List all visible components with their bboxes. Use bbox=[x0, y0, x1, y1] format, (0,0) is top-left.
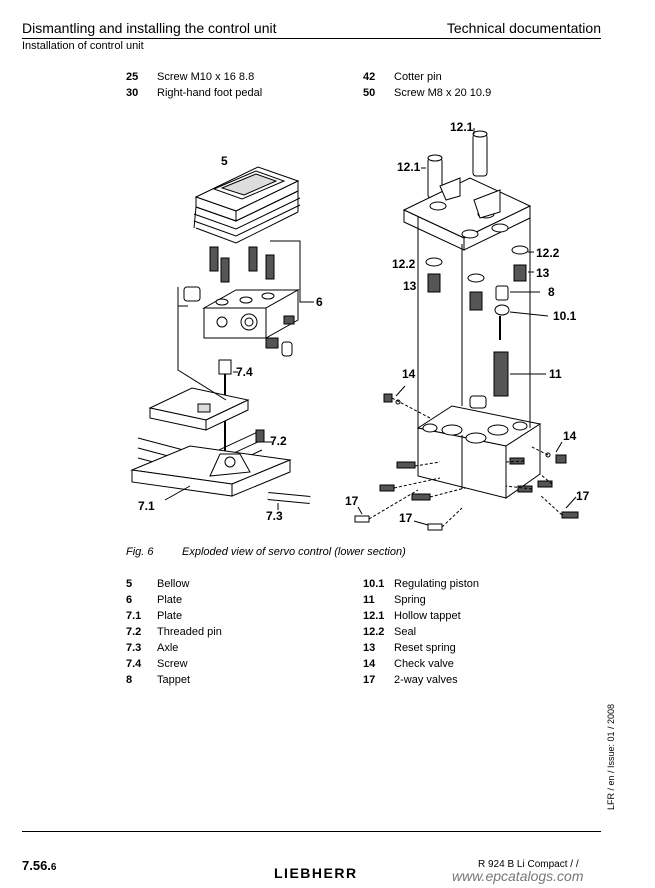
part-number: 7.1 bbox=[126, 610, 142, 622]
part-name: Seal bbox=[394, 626, 417, 638]
part-name: Plate bbox=[157, 610, 183, 622]
guide-lines bbox=[417, 216, 531, 428]
part-number: 13 bbox=[363, 642, 376, 654]
top-pedal-plate bbox=[402, 177, 532, 251]
part-number: 17 bbox=[363, 674, 376, 686]
part-number: 42 bbox=[363, 71, 376, 83]
part-name: Spring bbox=[394, 594, 426, 606]
page-number-sub: 6 bbox=[50, 862, 57, 873]
part-number: 30 bbox=[126, 87, 139, 99]
page-number-main: 7.56. bbox=[22, 858, 51, 873]
part-name: Regulating piston bbox=[394, 578, 480, 590]
issue-side-text: LFR / en / Issue: 01 / 2008 bbox=[606, 703, 616, 810]
callout-17-middle: 17 bbox=[399, 511, 413, 525]
part-name: Axle bbox=[157, 642, 179, 654]
part-name: Cotter pin bbox=[394, 71, 442, 83]
callout-8: 8 bbox=[548, 285, 555, 299]
part-number: 25 bbox=[126, 71, 139, 83]
valve-stack bbox=[425, 245, 529, 397]
part-name: Screw bbox=[157, 658, 188, 670]
callout-13-left: 13 bbox=[403, 279, 417, 293]
figure-caption: Fig. 6 Exploded view of servo control (lo… bbox=[126, 546, 406, 558]
callout-14-right: 14 bbox=[563, 429, 577, 443]
callout-labels: 5 6 7.4 7.2 7.1 7.3 12.1 12.1 12.2 12.2 … bbox=[138, 120, 590, 525]
part-number: 5 bbox=[126, 578, 133, 590]
leader-lines-right bbox=[357, 128, 577, 526]
callout-12-1-left: 12.1 bbox=[397, 160, 421, 174]
exploded-view-figure: 5 6 7.4 7.2 7.1 7.3 12.1 12.1 12.2 12.2 … bbox=[130, 120, 590, 531]
part-name: Reset spring bbox=[394, 642, 456, 654]
part-number: 10.1 bbox=[363, 578, 385, 590]
part-number: 7.4 bbox=[126, 658, 142, 670]
callout-17-left: 17 bbox=[345, 494, 359, 508]
plate-6-part bbox=[183, 286, 300, 357]
bellow-part bbox=[193, 166, 301, 244]
assembly-dashed-lines bbox=[368, 397, 563, 528]
part-name: Hollow tappet bbox=[394, 610, 461, 622]
plate-7-1-part bbox=[130, 387, 311, 504]
part-number: 6 bbox=[126, 594, 133, 606]
footer-divider bbox=[22, 831, 601, 832]
callout-12-2-left: 12.2 bbox=[392, 257, 416, 271]
part-name: Bellow bbox=[157, 578, 190, 590]
leader-lines bbox=[164, 240, 314, 510]
callout-17-right: 17 bbox=[576, 489, 590, 503]
callout-5: 5 bbox=[221, 154, 228, 168]
part-name: Right-hand foot pedal bbox=[157, 87, 263, 99]
part-name: Screw M10 x 16 8.8 bbox=[157, 71, 255, 83]
liebherr-logo: LIEBHERR bbox=[274, 865, 358, 881]
part-name: Check valve bbox=[394, 658, 454, 670]
part-number: 12.1 bbox=[363, 610, 385, 622]
callout-12-2-right: 12.2 bbox=[536, 246, 560, 260]
part-number: 50 bbox=[363, 87, 376, 99]
part-number: 11 bbox=[363, 594, 375, 606]
callout-7-1: 7.1 bbox=[138, 499, 155, 513]
valve-body bbox=[416, 395, 542, 499]
figure-label: Fig. 6 bbox=[126, 546, 154, 558]
callout-7-2: 7.2 bbox=[270, 434, 287, 448]
callout-7-4: 7.4 bbox=[236, 365, 253, 379]
figure-caption-text: Exploded view of servo control (lower se… bbox=[182, 546, 406, 558]
page-title: Dismantling and installing the control u… bbox=[22, 20, 277, 36]
part-number: 7.3 bbox=[126, 642, 142, 654]
part-name: 2-way valves bbox=[394, 674, 458, 686]
part-name: Threaded pin bbox=[157, 626, 222, 638]
reset-springs bbox=[209, 246, 275, 283]
part-number: 12.2 bbox=[363, 626, 385, 638]
callout-13-right: 13 bbox=[536, 266, 550, 280]
watermark: www.epcatalogs.com bbox=[452, 868, 584, 884]
page-number: 7.56.6 bbox=[22, 858, 56, 873]
part-name: Screw M8 x 20 10.9 bbox=[394, 87, 492, 99]
document-type: Technical documentation bbox=[446, 20, 601, 36]
two-way-valves bbox=[354, 457, 579, 531]
part-number: 14 bbox=[363, 658, 376, 670]
hollow-tappets bbox=[427, 130, 488, 199]
part-name: Plate bbox=[157, 594, 183, 606]
part-number: 8 bbox=[126, 674, 133, 686]
callout-10-1: 10.1 bbox=[553, 309, 577, 323]
callout-11: 11 bbox=[549, 367, 562, 381]
callout-12-1-top: 12.1 bbox=[450, 120, 474, 134]
model-name: R 924 B Li Compact / / bbox=[478, 859, 579, 870]
callout-7-3: 7.3 bbox=[266, 509, 283, 523]
part-number: 7.2 bbox=[126, 626, 142, 638]
callout-6: 6 bbox=[316, 295, 323, 309]
header-divider bbox=[22, 38, 601, 39]
part-name: Tappet bbox=[157, 674, 191, 686]
callout-14-left: 14 bbox=[402, 367, 416, 381]
section-subtitle: Installation of control unit bbox=[22, 40, 144, 52]
